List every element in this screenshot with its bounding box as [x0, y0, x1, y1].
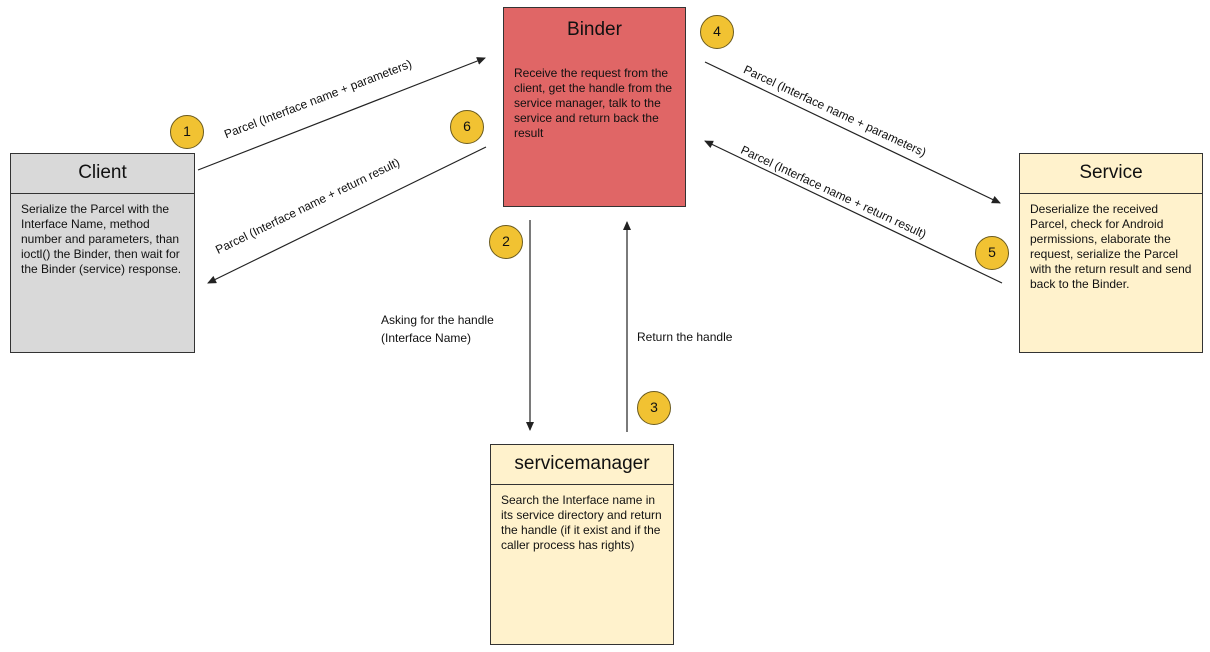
servicemanager-title: servicemanager: [491, 445, 673, 485]
binder-title: Binder: [567, 19, 622, 40]
client-title: Client: [11, 154, 194, 194]
edge-label-servicemanager-to-binder: Return the handle: [637, 330, 733, 344]
binder-node: Binder Receive the request from the clie…: [503, 7, 686, 207]
arrow-service-to-binder: [704, 140, 1003, 284]
service-description: Deserialize the received Parcel, check f…: [1030, 202, 1192, 291]
arrow-binder-to-client: [207, 146, 487, 284]
step-badge-6: 6: [450, 110, 484, 144]
servicemanager-description: Search the Interface name in its service…: [501, 493, 662, 552]
service-node: Service Deserialize the received Parcel,…: [1019, 153, 1203, 353]
step-badge-3: 3: [637, 391, 671, 425]
arrow-client-to-binder: [197, 57, 486, 171]
step-badge-1: 1: [170, 115, 204, 149]
edge-label-binder-to-servicemanager-line2: (Interface Name): [381, 331, 472, 345]
step-badge-4: 4: [700, 15, 734, 49]
service-title: Service: [1020, 154, 1202, 194]
arrow-binder-to-service: [704, 61, 1001, 204]
step-badge-5: 5: [975, 236, 1009, 270]
edge-label-binder-to-servicemanager-line1: Asking for the handle: [381, 313, 494, 327]
client-node: Client Serialize the Parcel with the Int…: [10, 153, 195, 353]
binder-description: Receive the request from the client, get…: [514, 66, 673, 140]
step-badge-2: 2: [489, 225, 523, 259]
servicemanager-node: servicemanager Search the Interface name…: [490, 444, 674, 645]
client-description: Serialize the Parcel with the Interface …: [21, 202, 182, 276]
